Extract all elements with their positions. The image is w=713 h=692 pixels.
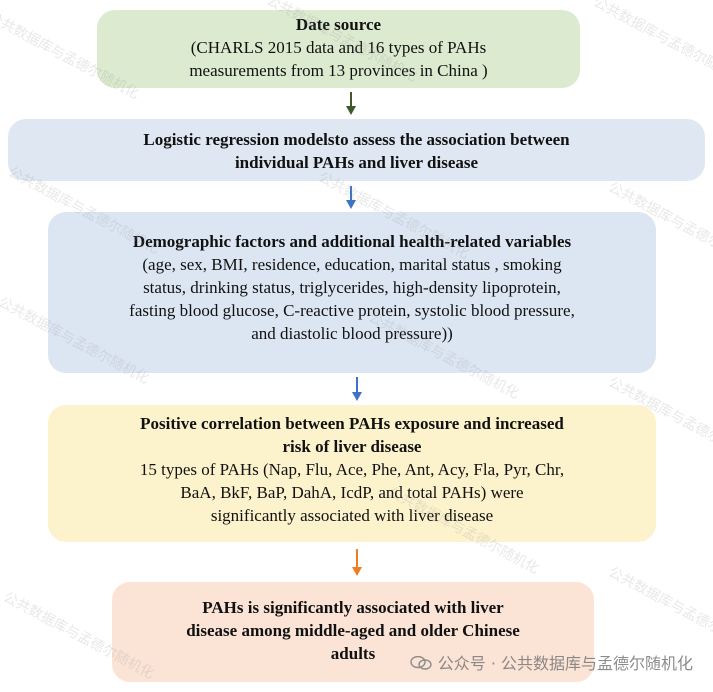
correlation-title-2: risk of liver disease [282,437,422,456]
correlation-title-1: Positive correlation between PAHs exposu… [140,414,564,433]
footer-watermark: 公众号 · 公共数据库与孟德尔随机化 [410,650,693,674]
conclusion-line-3: adults [330,644,376,663]
correlation-line-3: significantly associated with liver dise… [210,506,494,525]
watermark-text: 公共数据库与孟德尔随机化 [605,564,713,658]
wechat-icon [410,655,432,670]
covariates-line-1: (age, sex, BMI, residence, education, ma… [142,255,562,274]
data-source-title: Date source [295,15,382,34]
correlation-line-1: 15 types of PAHs (Nap, Flu, Ace, Phe, An… [139,460,565,479]
conclusion-line-2: disease among middle-aged and older Chin… [186,621,520,640]
covariates-line-2: status, drinking status, triglycerides, … [143,278,561,297]
correlation-box: Positive correlation between PAHs exposu… [48,405,656,542]
logistic-line-1: Logistic regression modelsto assess the … [143,130,570,149]
footer-watermark-text: 公众号 · 公共数据库与孟德尔随机化 [437,654,693,673]
logistic-line-2: individual PAHs and liver disease [234,153,479,172]
covariates-box: Demographic factors and additional healt… [48,212,656,373]
covariates-title: Demographic factors and additional healt… [132,232,572,251]
data-source-line-1: (CHARLS 2015 data and 16 types of PAHs [190,38,487,57]
conclusion-line-1: PAHs is significantly associated with li… [202,598,504,617]
conclusion-box: PAHs is significantly associated with li… [112,582,594,682]
correlation-line-2: BaA, BkF, BaP, DahA, IcdP, and total PAH… [180,483,524,502]
watermark-text: 公共数据库与孟德尔随机化 [590,0,713,88]
data-source-line-2: measurements from 13 provinces in China … [189,61,488,80]
logistic-regression-box: Logistic regression modelsto assess the … [8,119,705,181]
covariates-line-3: fasting blood glucose, C-reactive protei… [129,301,575,320]
data-source-box: Date source (CHARLS 2015 data and 16 typ… [97,10,580,88]
covariates-line-4: and diastolic blood pressure)) [251,324,453,343]
